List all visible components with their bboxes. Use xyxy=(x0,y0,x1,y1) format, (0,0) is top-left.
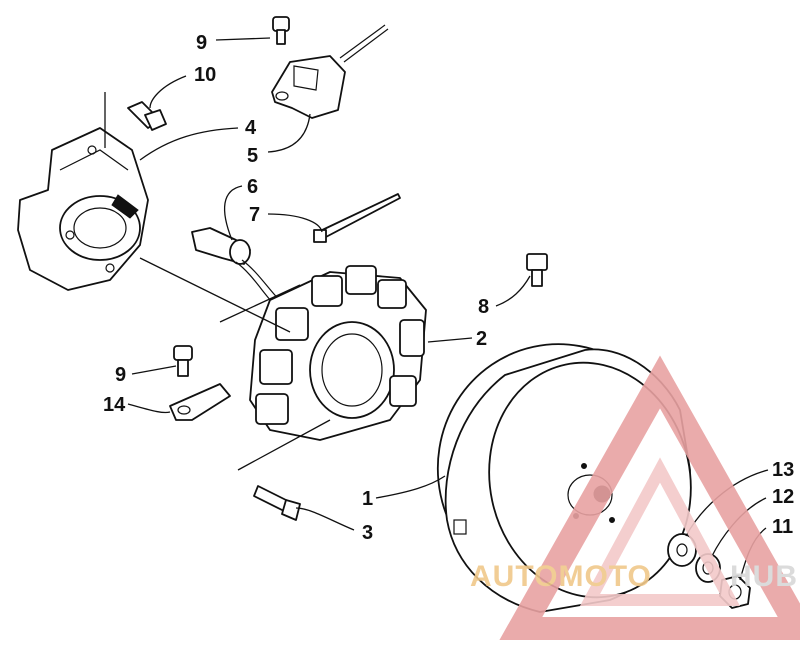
callout-2: 2 xyxy=(476,328,487,350)
callout-11: 11 xyxy=(772,516,793,538)
pickup-coil xyxy=(271,24,389,119)
callout-10: 10 xyxy=(194,64,216,86)
callout-13: 13 xyxy=(772,459,794,481)
callout-12: 12 xyxy=(772,486,794,508)
callout-labels: 9 10 4 5 6 7 8 2 9 14 1 3 13 12 11 xyxy=(103,32,794,544)
callout-6: 6 xyxy=(247,176,258,198)
screw-9-lower xyxy=(173,345,193,377)
callout-5: 5 xyxy=(247,145,258,167)
screw-3 xyxy=(253,485,301,521)
callout-1: 1 xyxy=(362,488,373,510)
stator xyxy=(235,259,427,441)
watermark-text-main: AUTOMOTO xyxy=(470,560,652,593)
callout-8: 8 xyxy=(478,296,489,318)
screw-9-top xyxy=(272,16,290,45)
callout-9-lower: 9 xyxy=(115,364,126,386)
watermark-logo: AUTOMOTO HUB xyxy=(470,355,800,643)
washer-13 xyxy=(667,533,697,567)
guide-lines xyxy=(104,92,331,471)
callout-9-top: 9 xyxy=(196,32,207,54)
callout-14: 14 xyxy=(103,394,126,416)
watermark-text-suffix: HUB xyxy=(730,560,798,593)
bolt-8 xyxy=(526,253,548,287)
callout-7: 7 xyxy=(249,204,260,226)
callout-3: 3 xyxy=(362,522,373,544)
backing-plate xyxy=(17,127,149,291)
cable-tie xyxy=(313,193,401,243)
terminal-lug xyxy=(169,383,231,421)
grommet xyxy=(191,227,251,265)
callout-4: 4 xyxy=(245,117,257,139)
screw-10 xyxy=(127,101,167,131)
